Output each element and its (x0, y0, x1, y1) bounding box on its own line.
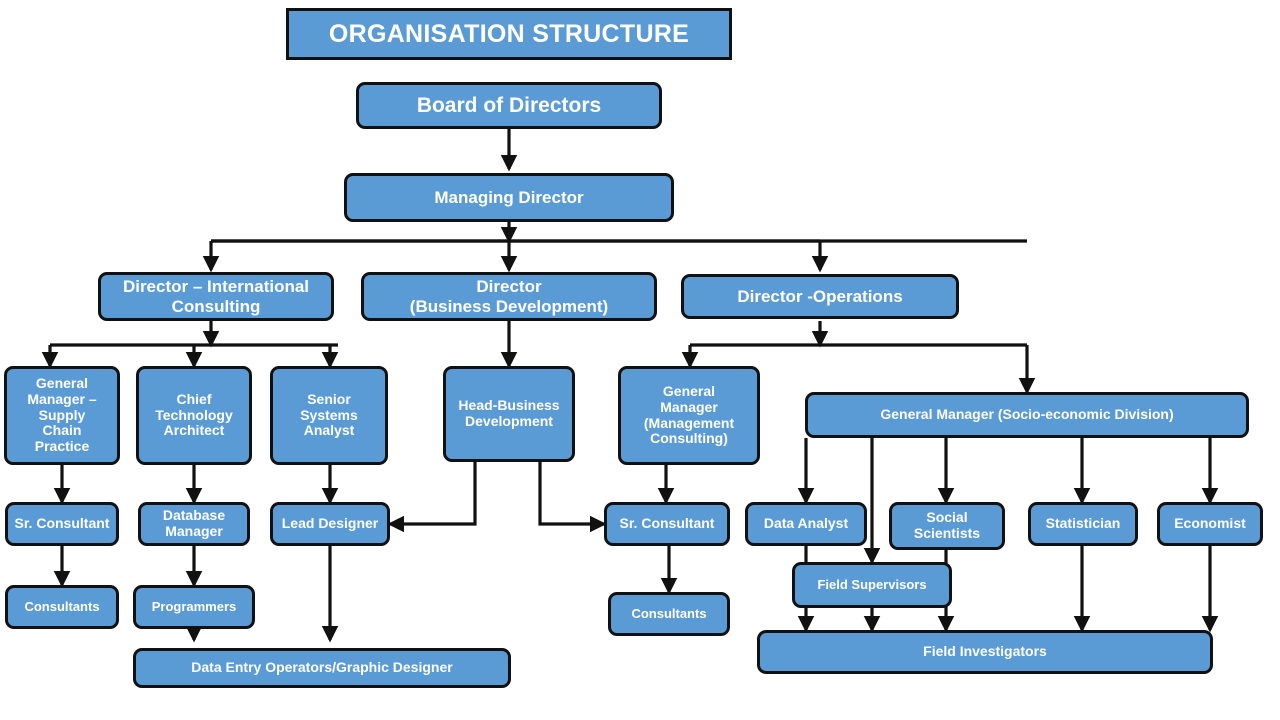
node-lead-designer[interactable]: Lead Designer (270, 502, 390, 546)
chart-title: ORGANISATION STRUCTURE (286, 8, 732, 60)
node-data-analyst[interactable]: Data Analyst (745, 502, 867, 546)
node-general-manager-management-consulting[interactable]: General Manager (Management Consulting) (618, 366, 760, 465)
node-data-entry-operators-graphic-designer[interactable]: Data Entry Operators/Graphic Designer (133, 648, 511, 688)
edge-headbd-srconsr (538, 462, 607, 533)
edge-headbd-leaddes (387, 462, 477, 533)
node-head-business-development[interactable]: Head-Business Development (443, 366, 575, 462)
node-general-manager-supply-chain-practice[interactable]: General Manager – Supply Chain Practice (4, 366, 120, 465)
node-director-business-development[interactable]: Director (Business Development) (361, 272, 657, 321)
node-field-supervisors[interactable]: Field Supervisors (792, 562, 952, 608)
node-chief-technology-architect[interactable]: Chief Technology Architect (136, 366, 252, 465)
node-sr-consultant-management[interactable]: Sr. Consultant (604, 502, 730, 546)
node-social-scientists[interactable]: Social Scientists (889, 502, 1005, 550)
node-senior-systems-analyst[interactable]: Senior Systems Analyst (270, 366, 388, 465)
node-programmers[interactable]: Programmers (133, 585, 255, 629)
node-statistician[interactable]: Statistician (1028, 502, 1138, 546)
node-economist[interactable]: Economist (1157, 502, 1263, 546)
node-consultants-management[interactable]: Consultants (608, 592, 730, 636)
node-consultants-supply-chain[interactable]: Consultants (5, 585, 119, 629)
node-managing-director[interactable]: Managing Director (344, 173, 674, 222)
node-director-international-consulting[interactable]: Director – International Consulting (98, 272, 334, 321)
node-database-manager[interactable]: Database Manager (138, 502, 250, 546)
node-field-investigators[interactable]: Field Investigators (757, 630, 1213, 674)
node-general-manager-socio-economic-division[interactable]: General Manager (Socio-economic Division… (805, 392, 1249, 438)
node-sr-consultant-supply-chain[interactable]: Sr. Consultant (5, 502, 119, 546)
node-board-of-directors[interactable]: Board of Directors (356, 82, 662, 129)
node-director-operations[interactable]: Director -Operations (681, 274, 959, 319)
